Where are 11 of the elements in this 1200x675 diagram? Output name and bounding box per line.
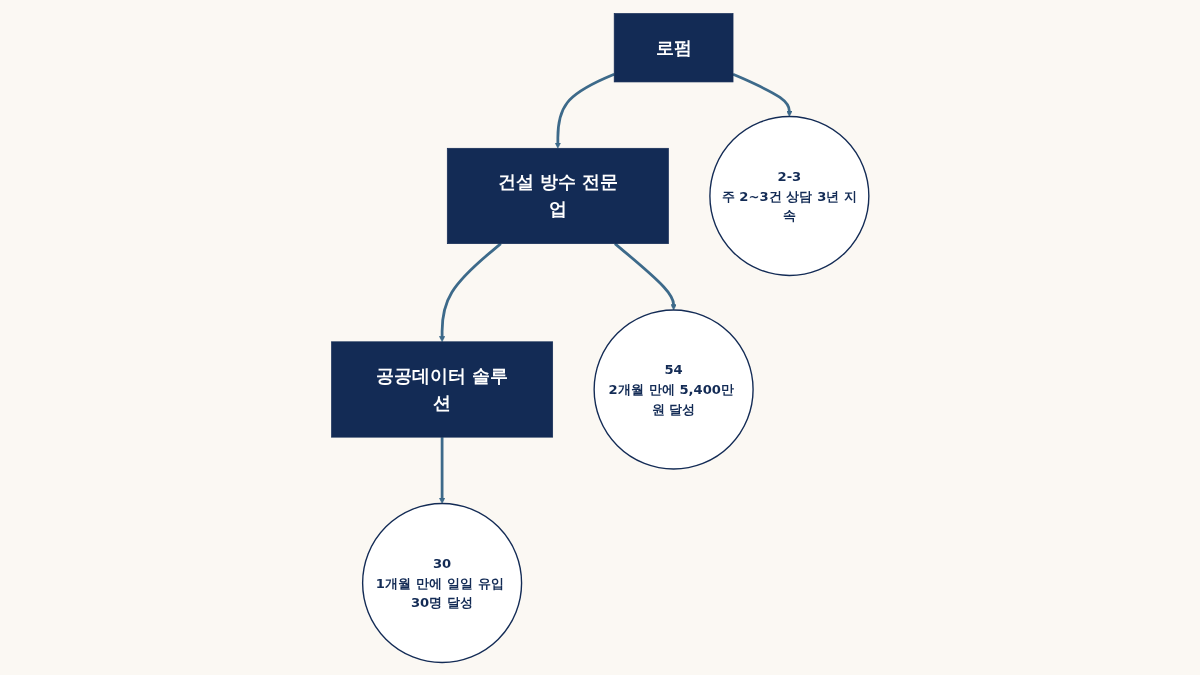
node-box: 로펌 <box>613 12 734 82</box>
arrow <box>438 436 445 504</box>
node-circle: 30 1개월 만에 일일 유입 30명 달성 <box>361 502 523 663</box>
arrow <box>554 72 615 149</box>
node-box: 건설 방수 전문업 <box>446 147 669 244</box>
arrow <box>438 242 502 342</box>
arrow <box>613 242 677 310</box>
node-box: 공공데이터 솔루션 <box>331 340 553 437</box>
arrow <box>732 72 793 117</box>
node-circle: 54 2개월 만에 5,400만 원 달성 <box>593 308 754 470</box>
node-circle: 2-3 주 2~3건 상담 3년 지속 <box>709 115 870 276</box>
